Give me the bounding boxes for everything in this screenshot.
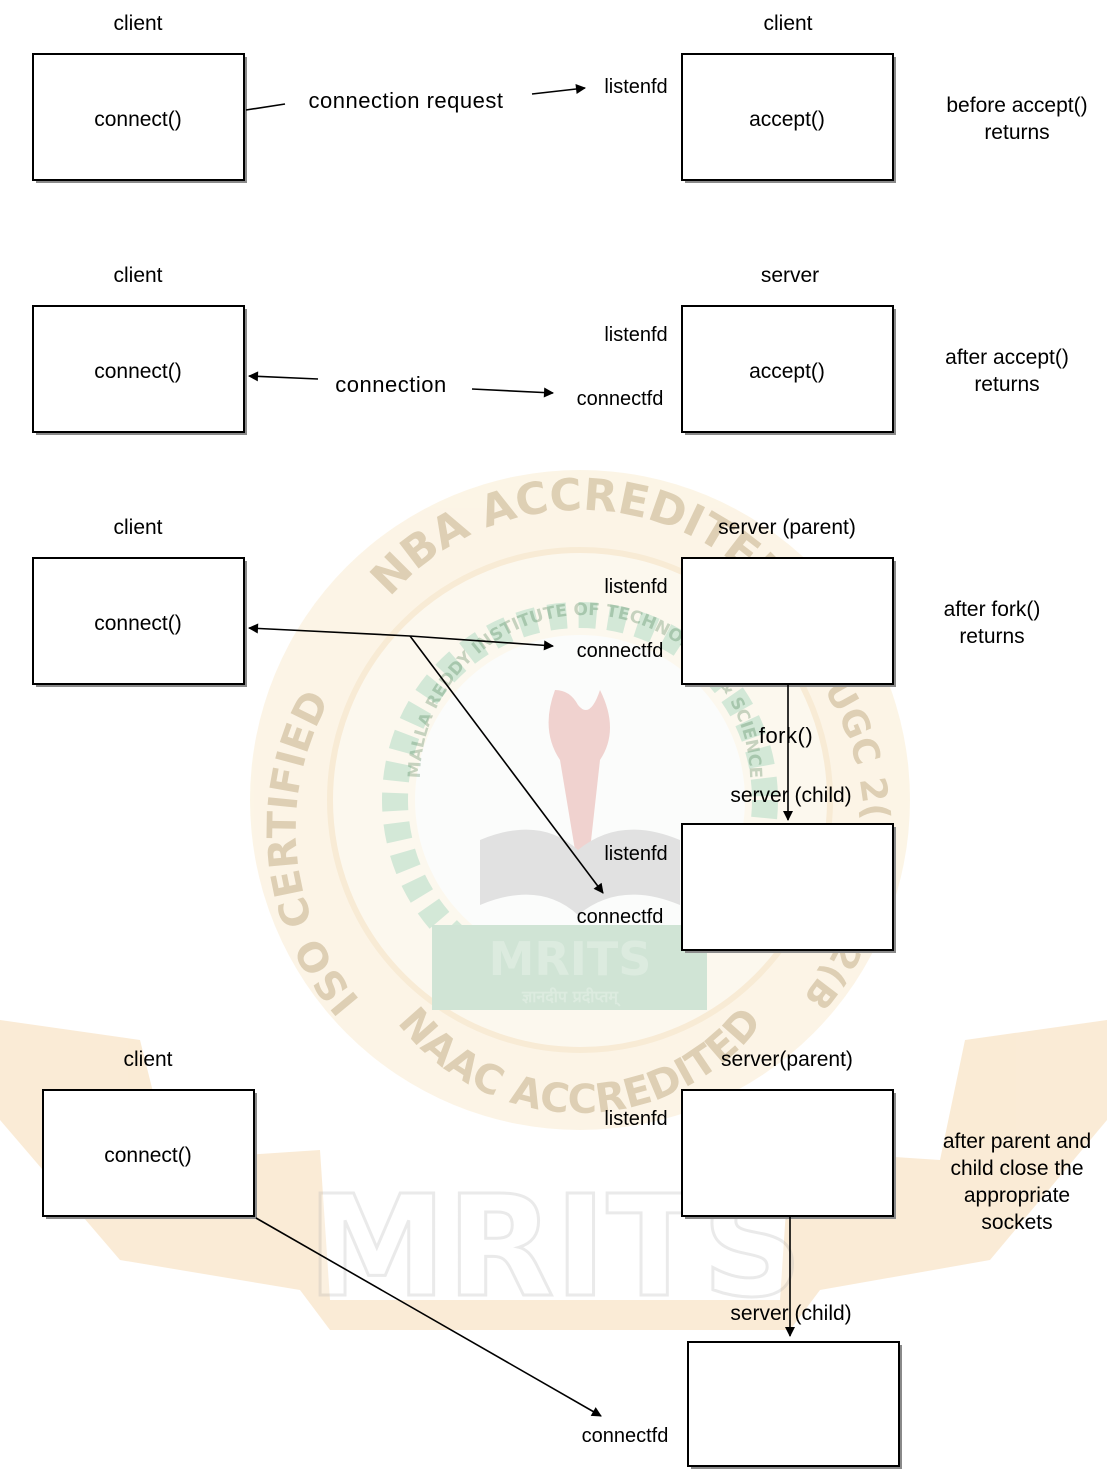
watermark-motto: ज्ञानदीप प्रदीप्तम्	[521, 987, 621, 1007]
panel-after-close: client server(parent) connect() listenfd…	[42, 1048, 1091, 1469]
panel2-note-line2: returns	[974, 373, 1039, 396]
panel1-request-line	[245, 103, 286, 111]
panel2-arrow-to-connectfd	[471, 387, 554, 398]
panel1-note-line1: before accept()	[946, 94, 1087, 117]
panel1-right-title: client	[763, 12, 812, 35]
panel4-child-title: server (child)	[730, 1302, 851, 1325]
panel1-server-box-label: accept()	[749, 108, 825, 131]
panel1-arrow-label: connection request	[309, 88, 504, 113]
panel1-request-arrow	[531, 84, 586, 95]
panel2-note-line1: after accept()	[945, 346, 1069, 369]
panel2-server-box	[681, 305, 894, 433]
panel3-client-box-label: connect()	[94, 612, 182, 635]
panel-before-accept: client client connect() accept() connect…	[32, 12, 1088, 183]
panel4-child-box	[687, 1341, 900, 1467]
panel4-child-fd-connectfd: connectfd	[582, 1425, 669, 1447]
panel2-client-box-label: connect()	[94, 360, 182, 383]
panel2-left-title: client	[113, 264, 162, 287]
watermark-big-text: MRITS	[307, 1166, 803, 1329]
panel3-fork-label: fork()	[759, 723, 813, 748]
watermark-banner	[432, 925, 707, 1010]
panel3-child-title: server (child)	[730, 784, 851, 807]
panel3-arrow-to-client	[248, 623, 411, 637]
panel4-note-line2: child close the	[950, 1157, 1083, 1180]
panel4-client-box	[42, 1089, 255, 1217]
panel4-fd-listenfd: listenfd	[604, 1108, 667, 1130]
panel-after-fork: client server (parent) connect() listenf…	[32, 516, 1041, 953]
panel1-client-box-label: connect()	[94, 108, 182, 131]
panel1-client-box	[32, 53, 245, 181]
panel1-fd-listenfd: listenfd	[604, 76, 667, 98]
panel4-left-title: client	[123, 1048, 172, 1071]
panel2-fd-listenfd: listenfd	[604, 324, 667, 346]
watermark-book-icon	[480, 829, 680, 915]
watermark-emblem-text: MRITS	[489, 932, 652, 986]
panel1-note-line2: returns	[984, 121, 1049, 144]
panel4-note-line4: sockets	[981, 1211, 1052, 1234]
panel2-arrow-label: connection	[335, 372, 446, 397]
panel3-arrow-to-parent-connectfd	[409, 635, 554, 651]
panel3-child-fd-listenfd: listenfd	[604, 843, 667, 865]
watermark-torch-icon	[548, 690, 610, 850]
panel2-fd-connectfd: connectfd	[577, 388, 664, 410]
panel3-fd-listenfd: listenfd	[604, 576, 667, 598]
panel2-arrow-to-client	[248, 371, 319, 382]
panel3-child-fd-connectfd: connectfd	[577, 906, 664, 928]
panel3-right-title: server (parent)	[718, 516, 856, 539]
panel4-parent-box	[681, 1089, 894, 1217]
panel3-arrow-to-child-connectfd	[409, 635, 604, 894]
panel4-note-line1: after parent and	[943, 1130, 1091, 1153]
panel4-arrow-to-child-connectfd	[255, 1217, 602, 1417]
panel3-child-box	[681, 823, 894, 951]
panel4-note-line3: appropriate	[964, 1184, 1070, 1207]
panel3-client-box	[32, 557, 245, 685]
panel2-server-box-label: accept()	[749, 360, 825, 383]
panel2-right-title: server	[761, 264, 819, 287]
panel-after-accept: client server connect() accept() connect…	[32, 264, 1069, 435]
panel1-server-box	[681, 53, 894, 181]
panel4-right-title: server(parent)	[721, 1048, 853, 1071]
watermark-seal-inner	[415, 635, 745, 965]
panel3-note-line2: returns	[959, 625, 1024, 648]
panel3-parent-box	[681, 557, 894, 685]
panel3-fd-connectfd: connectfd	[577, 640, 664, 662]
panel3-left-title: client	[113, 516, 162, 539]
panel2-client-box	[32, 305, 245, 433]
watermark-gear	[382, 602, 778, 998]
panel4-client-box-label: connect()	[104, 1144, 192, 1167]
panel3-note-line1: after fork()	[944, 598, 1041, 621]
watermark-ribbon	[0, 1020, 1107, 1330]
panel1-left-title: client	[113, 12, 162, 35]
